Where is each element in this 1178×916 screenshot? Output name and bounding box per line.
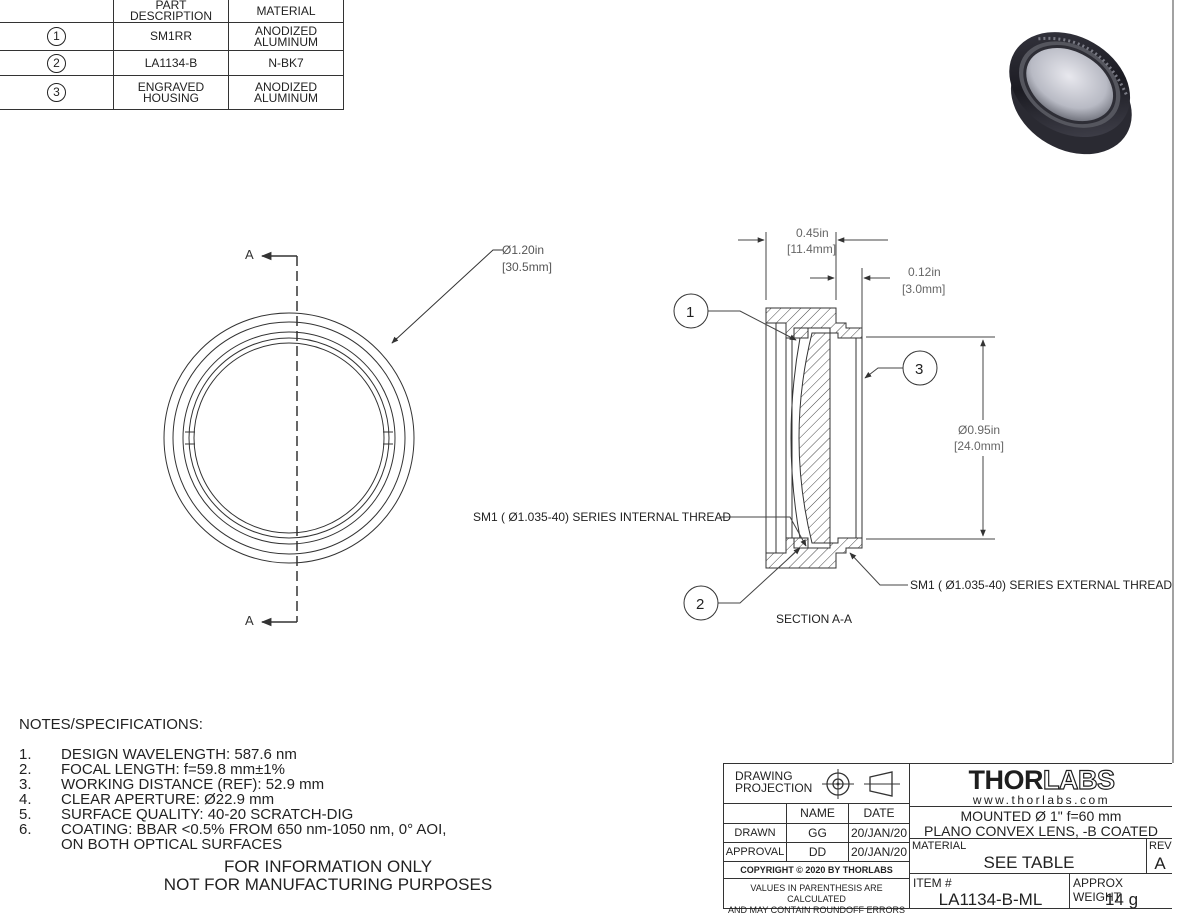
website-url: www.thorlabs.com — [972, 793, 1111, 807]
note-number: 3. — [19, 776, 32, 793]
material-value: SEE TABLE — [983, 853, 1075, 872]
thread-diameter-mm: [24.0mm] — [954, 439, 1004, 453]
note-number: 1. — [19, 746, 32, 763]
internal-thread-note: SM1 ( Ø1.035-40) SERIES INTERNAL THREAD — [473, 510, 731, 524]
note-text: DESIGN WAVELENGTH: 587.6 nm — [61, 746, 297, 763]
date-column-header: DATE — [848, 803, 910, 824]
outer-ring-inner-circle — [172, 321, 406, 555]
item-number-cell: ITEM # LA1134-B-ML — [909, 873, 1070, 909]
balloon-3 — [902, 350, 938, 386]
approval-date: 20/JAN/20 — [848, 842, 910, 862]
rev-cell: REV A — [1146, 838, 1172, 874]
approval-label: APPROVAL — [723, 842, 787, 862]
internal-thread-leader — [720, 516, 807, 547]
external-thread-leader — [849, 552, 908, 586]
clear-aperture-circle — [193, 342, 385, 534]
copyright-notice: COPYRIGHT © 2020 BY THORLABS — [723, 861, 910, 879]
weight-cell: APPROX WEIGHT 14 g — [1069, 873, 1172, 909]
note-number: 2. — [19, 761, 32, 778]
drawn-date: 20/JAN/20 — [848, 823, 910, 843]
material-cell: MATERIAL SEE TABLE — [909, 838, 1147, 874]
width-dimension-in: 0.45in — [796, 226, 829, 240]
note-text: COATING: BBAR <0.5% FROM 650 nm-1050 nm,… — [61, 821, 447, 838]
thread-diameter-in: Ø0.95in — [958, 423, 1000, 437]
section-view-title: SECTION A-A — [776, 612, 852, 626]
projection-cell: DRAWING PROJECTION — [723, 763, 910, 804]
section-label-bottom: A — [245, 613, 254, 628]
thread-length-mm: [3.0mm] — [902, 282, 945, 296]
note-text: ON BOTH OPTICAL SURFACES — [61, 836, 283, 853]
balloon-2 — [683, 585, 719, 621]
weight-value: 14 g — [1104, 890, 1139, 909]
product-render-image — [1009, 32, 1132, 155]
bom-material: N-BK7 — [228, 50, 344, 76]
logo-cell: THORLABS www.thorlabs.com — [909, 763, 1172, 807]
outer-ring-circle — [163, 312, 415, 564]
note-text: SURFACE QUALITY: 40-20 SCRATCH-DIG — [61, 806, 354, 823]
drawn-name: GG — [786, 823, 849, 843]
bom-item-balloon: 1 — [47, 27, 66, 46]
drawn-label: DRAWN — [723, 823, 787, 843]
part-description-cell: MOUNTED Ø 1" f=60 mm PLANO CONVEX LENS, … — [909, 806, 1172, 839]
retaining-ring-circle — [182, 331, 396, 545]
bill-of-materials-table: PART DESCRIPTION MATERIAL 1 SM1RR ANODIZ… — [0, 0, 344, 110]
section-label-top: A — [245, 247, 254, 262]
note-number: 6. — [19, 821, 32, 838]
roundoff-disclaimer: VALUES IN PARENTHESIS ARE CALCULATED AND… — [723, 878, 910, 915]
housing-top-section — [765, 307, 863, 339]
bom-item-balloon: 2 — [47, 53, 66, 73]
balloon-2-leader — [718, 547, 801, 604]
retaining-ring-bottom — [793, 537, 809, 549]
bom-description: SM1RR — [113, 22, 229, 51]
bom-item-balloon: 3 — [47, 83, 66, 102]
diameter-dimension-mm: [30.5mm] — [502, 260, 552, 274]
bom-header-row: PART DESCRIPTION MATERIAL — [0, 0, 344, 23]
note-number: 4. — [19, 791, 32, 808]
note-text: WORKING DISTANCE (REF): 52.9 mm — [61, 776, 325, 793]
lens-edge-circle — [188, 337, 390, 539]
bom-header-material: MATERIAL — [228, 0, 344, 23]
thorlabs-logo: THORLABS — [968, 764, 1116, 795]
thread-length-in: 0.12in — [908, 265, 941, 279]
section-view — [765, 307, 863, 569]
external-thread-note: SM1 ( Ø1.035-40) SERIES EXTERNAL THREAD — [910, 578, 1172, 592]
balloon-1-leader — [708, 310, 797, 341]
front-view — [163, 249, 503, 627]
note-text: FOCAL LENGTH: f=59.8 mm±1% — [61, 761, 285, 778]
notes-heading: NOTES/SPECIFICATIONS: — [19, 716, 203, 733]
diameter-dimension-in: Ø1.20in — [502, 243, 544, 257]
balloon-1 — [673, 293, 709, 329]
balloon-2-label: 2 — [696, 596, 704, 613]
title-block: DRAWING PROJECTION NAME DATE DRAWN GG 20… — [723, 763, 1172, 915]
balloon-1-label: 1 — [686, 304, 694, 321]
item-number-value: LA1134-B-ML — [938, 890, 1043, 909]
balloon-3-leader — [864, 367, 903, 379]
note-text: CLEAR APERTURE: Ø22.9 mm — [61, 791, 275, 808]
diameter-leader-line — [391, 249, 503, 344]
approval-name: DD — [786, 842, 849, 862]
name-column-header: NAME — [786, 803, 849, 824]
retaining-ring-top — [793, 327, 809, 339]
third-angle-projection-icon — [822, 769, 900, 799]
lens-section — [798, 332, 831, 544]
information-only-notice: FOR INFORMATION ONLY NOT FOR MANUFACTURI… — [163, 857, 493, 894]
rev-value: A — [1154, 854, 1166, 873]
balloon-3-label: 3 — [915, 361, 923, 378]
housing-bottom-section — [765, 537, 863, 569]
note-number: 5. — [19, 806, 32, 823]
width-dimension-mm: [11.4mm] — [787, 242, 836, 256]
